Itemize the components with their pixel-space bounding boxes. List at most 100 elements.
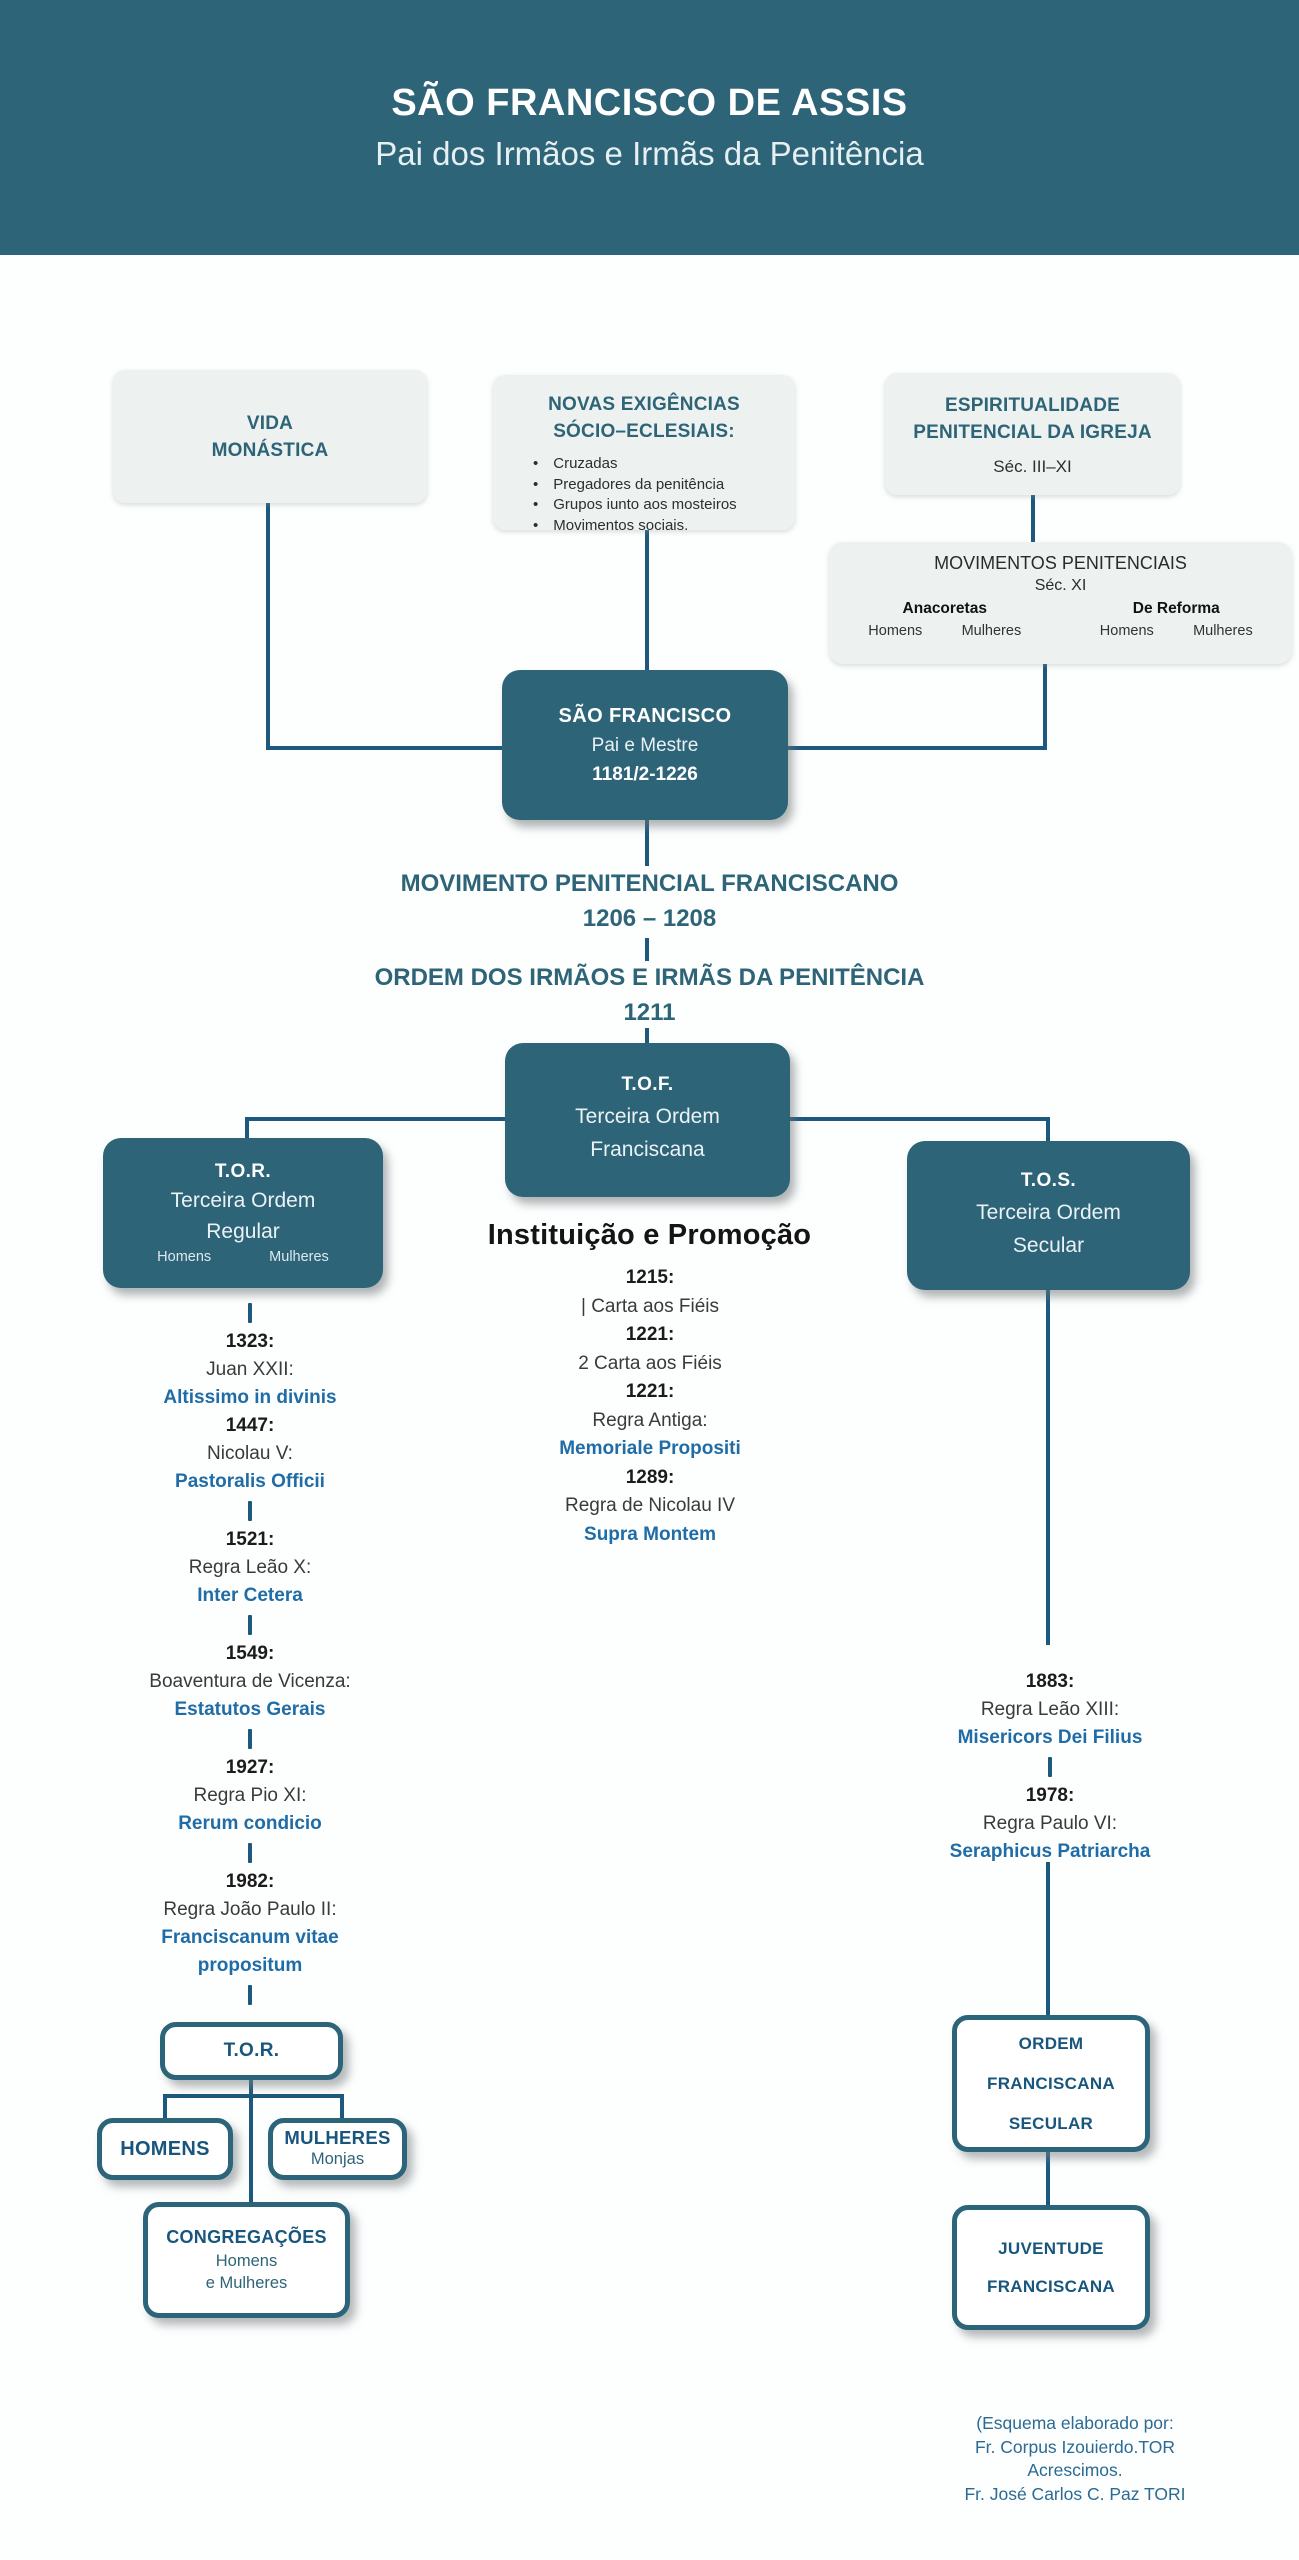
timeline-line: 1883: xyxy=(1025,1671,1075,1692)
homens-label: HOMENS xyxy=(120,2137,210,2160)
espiritualidade-period: Séc. III–XI xyxy=(993,456,1072,476)
group-column: Homens xyxy=(868,623,923,639)
novas-exigencias-bullet-list: CruzadasPregadores da penitênciaGrupos i… xyxy=(493,454,795,536)
timeline-line: Regra Antiga: xyxy=(592,1409,708,1431)
tor-column: Homens xyxy=(157,1249,212,1265)
connector-mulheres-down xyxy=(340,2096,344,2120)
timeline-line: 1982: xyxy=(225,1871,275,1892)
timeline-line: Seraphicus Patriarcha xyxy=(949,1841,1151,1862)
heading-line: MOVIMENTO PENITENCIAL FRANCISCANO xyxy=(400,870,899,897)
timeline-line: 1215: xyxy=(625,1267,675,1288)
mulheres-label: MULHERES xyxy=(284,2127,391,2148)
page-title: SÃO FRANCISCO DE ASSIS xyxy=(391,82,908,124)
box-congregacoes: CONGREGAÇÕES Homens e Mulheres xyxy=(143,2202,350,2318)
timeline-line: Rerum condicio xyxy=(178,1813,322,1834)
bullet-item: Cruzadas xyxy=(533,454,795,475)
timeline-line: Franciscanum vitae xyxy=(161,1927,339,1948)
box-espiritualidade: ESPIRITUALIDADE PENITENCIAL DA IGREJA Sé… xyxy=(885,373,1180,495)
timeline-line: 1221: xyxy=(625,1381,675,1402)
timeline-line xyxy=(248,1985,252,2005)
connector-tof-left-horizontal xyxy=(247,1117,507,1121)
timeline-line: Memoriale Propositi xyxy=(559,1438,741,1459)
timeline-line: Misericors Dei Filius xyxy=(957,1727,1143,1748)
connector-tof-right-down xyxy=(1046,1117,1050,1143)
credits: (Esquema elaborado por:Fr. Corpus Izouie… xyxy=(915,2412,1235,2506)
connector-espiritualidade-down xyxy=(1031,495,1035,544)
heading-ordem-irmaos: ORDEM DOS IRMÃOS E IRMÃS DA PENITÊNCIA 1… xyxy=(0,960,1299,1030)
mulheres-sublabel: Monjas xyxy=(310,2150,365,2168)
box-sao-francisco: SÃO FRANCISCO Pai e Mestre 1181/2-1226 xyxy=(502,670,788,820)
box-ordem-franciscana-secular: ORDEM FRANCISCANA SECULAR xyxy=(952,2015,1150,2152)
sao-francisco-subtitle: Pai e Mestre xyxy=(591,734,699,756)
timeline-line: Inter Cetera xyxy=(197,1585,303,1606)
tor-name: Terceira Ordem Regular xyxy=(170,1189,316,1243)
timeline-line: Supra Montem xyxy=(584,1523,716,1545)
timeline-line: propositum xyxy=(197,1955,303,1976)
tof-acronym: T.O.F. xyxy=(621,1074,674,1095)
timeline-line: 1323: xyxy=(225,1331,275,1352)
penitential-group: Anacoretas Homens Mulheres xyxy=(829,600,1061,639)
box-juventude-franciscana: JUVENTUDE FRANCISCANA xyxy=(952,2205,1150,2330)
connector-left-horizontal xyxy=(266,746,506,750)
bullet-item: Pregadores da penitência xyxy=(533,475,795,496)
penitential-group: De Reforma Homens Mulheres xyxy=(1061,600,1293,639)
timeline-line xyxy=(248,1615,252,1635)
timeline-line xyxy=(248,1303,252,1323)
movimentos-title: MOVIMENTOS PENITENCIAIS xyxy=(934,553,1187,573)
box-tof: T.O.F. Terceira Ordem Franciscana xyxy=(505,1043,790,1197)
group-name: Anacoretas xyxy=(902,600,987,617)
tor-acronym: T.O.R. xyxy=(214,1161,272,1182)
connector-mid-tick-2 xyxy=(645,1028,649,1045)
group-column: Mulheres xyxy=(1193,623,1253,639)
box-tor: T.O.R. Terceira Ordem Regular Homens Mul… xyxy=(103,1138,383,1288)
timeline-line: Altissimo in divinis xyxy=(163,1387,337,1408)
connector-homens-down xyxy=(163,2096,167,2120)
heading-dates: 1211 xyxy=(623,999,676,1026)
group-name: De Reforma xyxy=(1132,600,1220,617)
connector-tor-outline-down xyxy=(249,2080,253,2096)
sao-francisco-title: SÃO FRANCISCO xyxy=(558,704,732,727)
box-movimentos-penitenciais: MOVIMENTOS PENITENCIAIS Séc. XI Anacoret… xyxy=(829,542,1292,664)
connector-novas-down xyxy=(645,530,649,672)
box-novas-exigencias: NOVAS EXIGÊNCIAS SÓCIO–ECLESIAIS: Cruzad… xyxy=(493,375,795,534)
timeline-line: 1521: xyxy=(225,1529,275,1550)
tor-column: Mulheres xyxy=(269,1249,329,1265)
connector-mid-tick-1 xyxy=(645,938,649,961)
timeline-line xyxy=(248,1501,252,1521)
timeline-line: Boaventura de Vicenza: xyxy=(149,1671,351,1692)
heading-instituicao-promocao: Instituição e Promoção xyxy=(487,1219,812,1251)
connector-movimentos-down xyxy=(1043,664,1047,748)
timeline-line: Regra de Nicolau IV xyxy=(564,1495,736,1516)
connector-bottom-left-horizontal xyxy=(163,2094,344,2098)
group-columns: Homens Mulheres xyxy=(1061,623,1293,639)
group-columns: Homens Mulheres xyxy=(829,623,1061,639)
timeline-line: 1221: xyxy=(625,1324,675,1345)
timeline-line: Regra Paulo VI: xyxy=(982,1813,1118,1834)
connector-right-to-ofs xyxy=(1046,1862,1050,2017)
timeline-line: | Carta aos Fiéis xyxy=(581,1295,719,1317)
timeline-line: Regra Leão XIII: xyxy=(980,1699,1120,1720)
timeline-line: Juan XXII: xyxy=(206,1359,294,1380)
box-vida-monastica: VIDA MONÁSTICA xyxy=(113,370,427,503)
timeline-line: Pastoralis Officii xyxy=(175,1471,325,1492)
tos-acronym: T.O.S. xyxy=(1020,1169,1077,1191)
timeline-line: Nicolau V: xyxy=(207,1443,293,1464)
header-banner: SÃO FRANCISCO DE ASSIS Pai dos Irmãos e … xyxy=(0,0,1299,255)
credit-line: Acrescimos. xyxy=(1027,2460,1123,2480)
connector-sao-francisco-down xyxy=(645,820,649,866)
jufra-label: JUVENTUDE FRANCISCANA xyxy=(987,2238,1115,2296)
congregacoes-sublabel: Homens e Mulheres xyxy=(205,2251,288,2292)
sao-francisco-years: 1181/2-1226 xyxy=(592,763,698,785)
connector-tof-right-horizontal xyxy=(788,1117,1050,1121)
group-column: Mulheres xyxy=(961,623,1022,639)
ofs-label: ORDEM FRANCISCANA SECULAR xyxy=(987,2033,1115,2133)
movimentos-period: Séc. XI xyxy=(1034,577,1087,594)
box-tor-outline: T.O.R. xyxy=(160,2022,343,2080)
vida-monastica-title: VIDA MONÁSTICA xyxy=(211,412,329,461)
timeline-line xyxy=(1048,1757,1052,1777)
congregacoes-label: CONGREGAÇÕES xyxy=(166,2226,327,2247)
connector-tos-long-down xyxy=(1046,1288,1050,1645)
timeline-line: Regra João Paulo II: xyxy=(163,1899,337,1920)
